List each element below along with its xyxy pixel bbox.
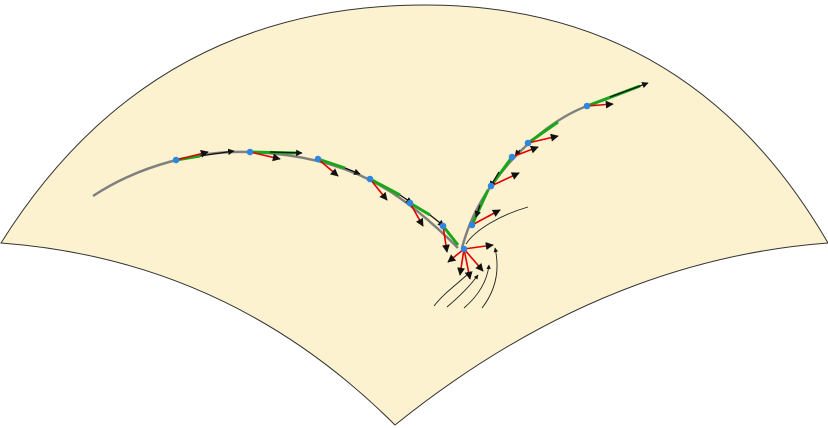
surface-patch bbox=[0, 4, 828, 426]
sample-points bbox=[172, 102, 591, 253]
streamlines bbox=[433, 206, 529, 309]
tangent-arrows bbox=[199, 81, 649, 227]
red-vectors bbox=[175, 100, 614, 280]
